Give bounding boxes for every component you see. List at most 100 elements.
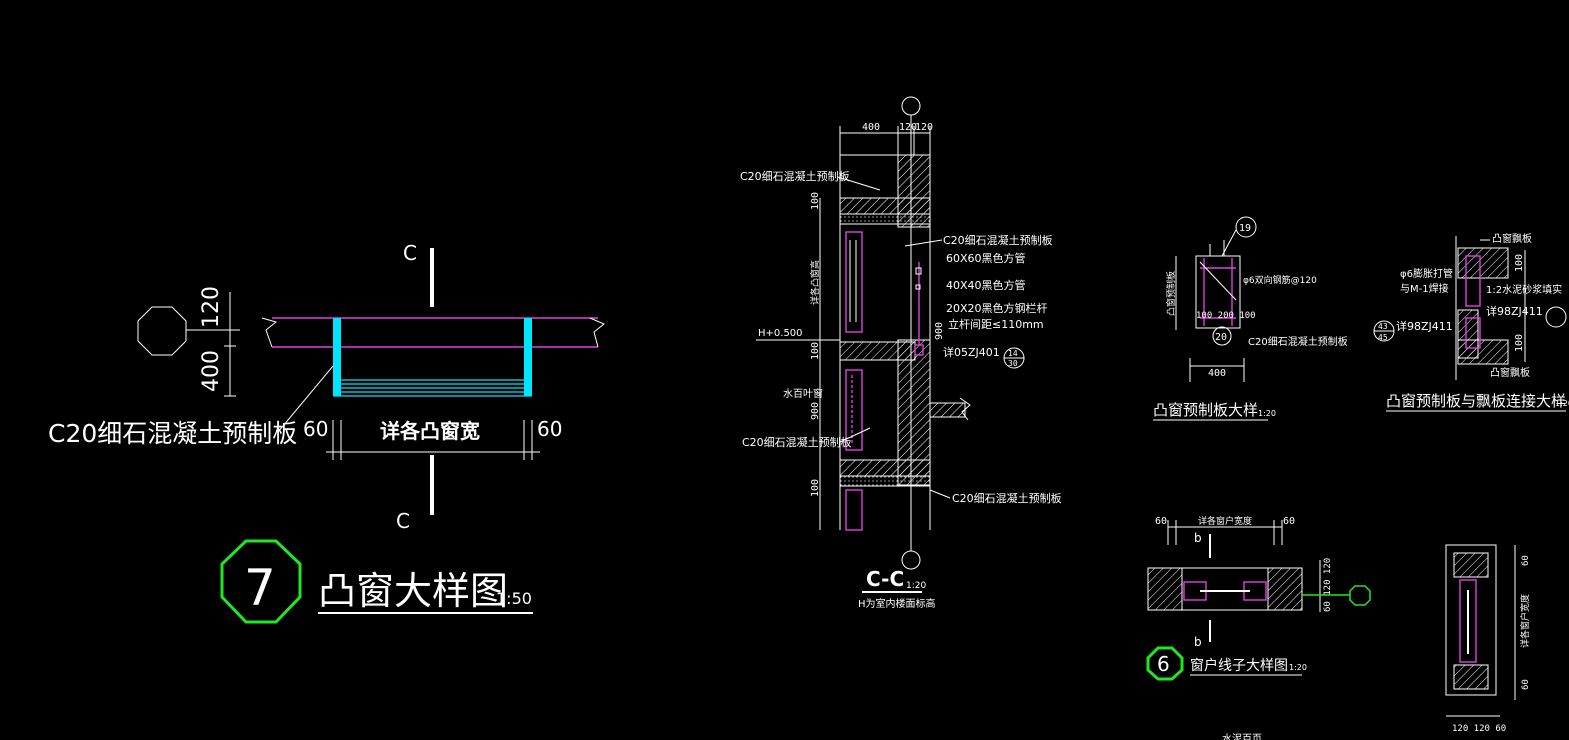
top-slab-hatch [839, 197, 931, 215]
conn-title: 凸窗预制板与飘板连接大样 [1386, 392, 1566, 410]
section-subtitle: H为室内楼面标高 [858, 597, 936, 610]
dim-20: 20 [1215, 332, 1227, 343]
break-line-left [261, 317, 278, 348]
d6-green-marker [1349, 585, 1371, 606]
d6-title: 窗户线子大样图 [1190, 657, 1288, 674]
dim-900b: 900 [934, 322, 945, 340]
material-label: C20细石混凝土预制板 [48, 419, 297, 448]
conn-label-top: 凸窗飘板 [1492, 232, 1532, 245]
slab-end-right [524, 318, 532, 396]
d6-number: 6 [1157, 652, 1170, 676]
ref-bubble-19 [1235, 216, 1257, 238]
conn-ref-num-b: 45 [1378, 333, 1388, 342]
upper-window-frame [845, 231, 863, 333]
d6-dim-60b: 60 [1283, 516, 1295, 527]
rp-top-hatch [1453, 552, 1489, 578]
d6-dims-v: 60 120 120 [1323, 558, 1333, 612]
middle-slab-hatch [839, 341, 916, 361]
dim-120b: 120 [915, 122, 933, 133]
rp-vertical-note: 详各窗户宽度 [1519, 594, 1531, 648]
dim-100b: 100 [810, 342, 821, 360]
conn-label-mortar: 1:2水泥砂浆填实 [1486, 283, 1562, 296]
detail-6-window-trim: 60 60 详各窗户宽度 b b 60 120 120 6 窗户线子大样图 1:… [1146, 515, 1371, 681]
slab-vertical-note: 凸窗预制板 [1165, 271, 1177, 316]
ref-bottom: 30 [1008, 359, 1018, 368]
conn-label-weld: 与M-1焊接 [1400, 282, 1449, 295]
rp-dims-bottom: 120 120 60 [1452, 724, 1506, 734]
conn-label-bottom: 凸窗飘板 [1490, 366, 1530, 379]
dim-120a: 120 [899, 122, 917, 133]
slab-end-left [333, 318, 341, 396]
label-c20-lower: C20细石混凝土预制板 [742, 435, 852, 449]
label-60x60: 60X60黑色方管 [946, 251, 1026, 265]
slab-label-c20: C20细石混凝土预制板 [1248, 335, 1348, 348]
louver-frame [845, 369, 863, 451]
conn-dim-100a: 100 [1514, 254, 1525, 272]
leader-c20-top [837, 176, 881, 191]
d6-outline [1147, 567, 1303, 611]
label-c20-top: C20细石混凝土预制板 [740, 169, 850, 183]
upper-steel [1465, 255, 1481, 307]
label-spacing: 立杆间距≤110mm [948, 317, 1044, 331]
conn-ref-bubble-right [1545, 306, 1567, 328]
d6-mark-b-bottom: b [1194, 635, 1202, 649]
lower-slab-hatch [839, 459, 931, 477]
d6-mark-b-top: b [1194, 531, 1202, 545]
ref-top: 14 [1008, 349, 1018, 358]
conn-ref-right: 详98ZJ411 [1486, 304, 1543, 318]
slab-scale: 1:20 [1258, 409, 1276, 418]
break-line-right [589, 317, 605, 348]
section-mark-c-top: C [403, 241, 417, 265]
section-c-c: 400 120 120 100 100 [740, 96, 1062, 610]
detail-7-bay-window: C C 120 400 C20细石混凝土预制板 60 [48, 241, 605, 624]
slab-detail: 19 凸窗预制板 φ6双向钢筋@120 100 200 100 20 C20细石… [1153, 216, 1348, 421]
label-rebar: φ6双向钢筋@120 [1243, 274, 1317, 286]
section-title: C-C [866, 567, 904, 591]
floor-slab-hatch [929, 402, 966, 418]
dim-900a: 900 [810, 402, 821, 420]
label-ref: 详05ZJ401 [943, 345, 1000, 359]
top-slab-fill [839, 213, 931, 225]
label-window: 水百叶窗 [783, 387, 823, 400]
dim-60-right: 60 [537, 417, 562, 441]
dim-400: 400 [862, 122, 880, 133]
d6-right-wall [1267, 567, 1303, 611]
material-leader [277, 365, 334, 433]
ref-bubble-20 [1212, 326, 1232, 346]
axis-octagon-mark [137, 306, 187, 356]
d6-number-octagon [1146, 646, 1184, 681]
slab-title: 凸窗预制板大样 [1153, 401, 1258, 419]
floor-break [959, 397, 971, 421]
section-scale: 1:20 [906, 581, 926, 591]
rp-frame [1459, 579, 1477, 663]
d6-scale: 1:20 [1289, 663, 1307, 672]
d6-left-wall [1147, 567, 1183, 611]
lower-slab-fill [839, 475, 931, 487]
label-c20-mid: C20细石混凝土预制板 [943, 233, 1053, 247]
conn-ref-num-a: 43 [1378, 322, 1388, 331]
d6-width-note: 详各窗户宽度 [1198, 515, 1252, 527]
d6-dim-60a: 60 [1155, 516, 1167, 527]
rp-outline [1445, 544, 1497, 696]
dim-100a: 100 [810, 192, 821, 210]
slab-diagonal [1199, 261, 1237, 301]
lower-steel [1465, 317, 1481, 349]
label-20x20: 20X20黑色方钢栏杆 [946, 301, 1048, 315]
detail-title: 凸窗大样图 [318, 569, 508, 613]
width-note: 详各凸窗宽 [380, 419, 480, 443]
conn-scale: 1:20 [1555, 399, 1569, 408]
rp-bottom-hatch [1453, 664, 1489, 690]
tube-40x40 [915, 284, 921, 290]
label-level: H+0.500 [758, 328, 803, 339]
slab-dims: 100 200 100 [1196, 311, 1256, 321]
detail-number-octagon [220, 539, 302, 624]
leader-c20-mid [904, 239, 943, 247]
vertical-note: 详各凸窗高 [809, 260, 821, 305]
rp-bottom-note: 水泥百页... [1222, 732, 1272, 740]
rp-dim-60a: 60 [1521, 555, 1531, 566]
conn-dim-100b: 100 [1514, 334, 1525, 352]
dim-400: 400 [199, 350, 224, 392]
slab-dim-400: 400 [1208, 368, 1226, 379]
conn-ref-left: 详98ZJ411 [1396, 319, 1453, 333]
